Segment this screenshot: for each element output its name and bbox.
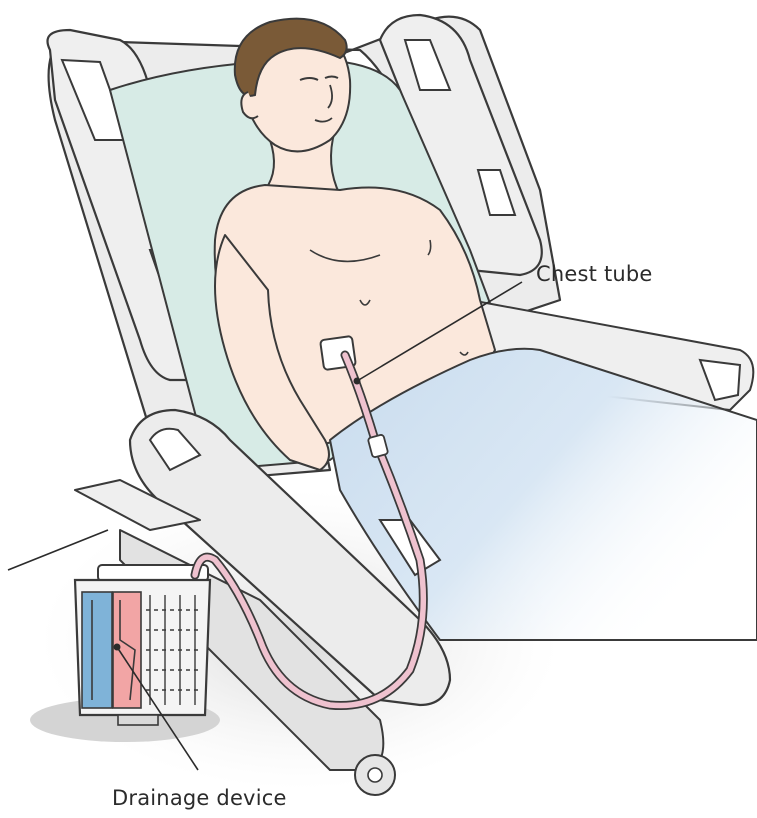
drainage-device-label: Drainage device <box>112 786 287 810</box>
drainage-leader-dot <box>114 644 121 651</box>
drainage-chamber-blue <box>82 592 112 708</box>
drainage-device <box>75 565 210 725</box>
bed-wheel-hub <box>368 768 382 782</box>
drainage-device-foot <box>118 715 158 725</box>
chest-tube-label: Chest tube <box>536 262 653 286</box>
chest-tube-leader-dot <box>354 378 361 385</box>
